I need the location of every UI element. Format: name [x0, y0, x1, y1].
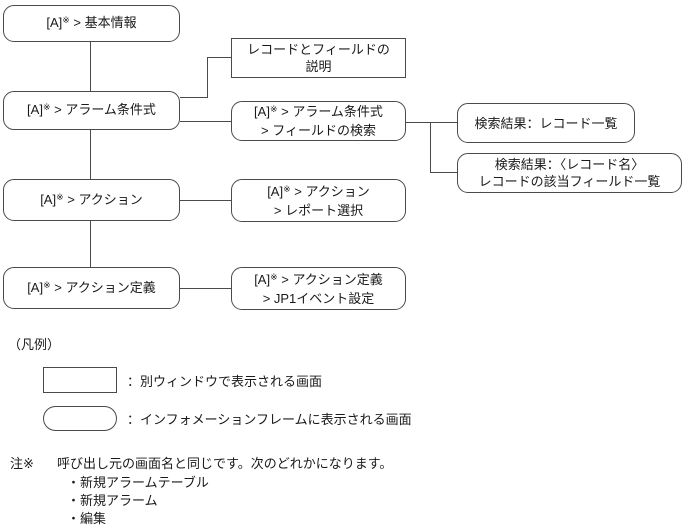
node-jp1-event-settings-line1: [A]※ > アクション定義	[254, 271, 383, 287]
connector-alarmcond-elbow-top	[207, 57, 231, 58]
node-search-result-record-list-label: 検索結果：レコード一覧	[474, 115, 618, 131]
connector-alarmcond-to-fieldsearch	[180, 121, 231, 122]
node-action-definition: [A]※ > アクション定義	[3, 267, 180, 309]
node-jp1-event-settings: [A]※ > アクション定義 > JP1イベント設定	[231, 267, 406, 310]
connector-action-to-actiondef	[90, 221, 91, 267]
connector-basicinfo-to-alarmcond	[90, 42, 91, 91]
connector-fieldsearch-to-recordlist	[406, 122, 457, 123]
node-field-search-line2: > フィールドの検索	[261, 123, 376, 138]
node-report-select: [A]※ > アクション > レポート選択	[231, 179, 406, 222]
legend-rectangle-shape	[43, 367, 117, 393]
node-action-label: [A]※ > アクション	[40, 191, 143, 207]
node-search-result-field-list-line1: 検索結果：〈レコード名〉	[494, 157, 645, 172]
node-record-field-description: レコードとフィールドの 説明	[231, 38, 406, 78]
connector-alarmcond-to-action	[90, 130, 91, 179]
legend-rounded-shape	[43, 406, 117, 431]
connector-action-to-reportselect	[180, 200, 231, 201]
node-alarm-condition: [A]※ > アラーム条件式	[3, 91, 180, 130]
legend-rectangle-label: ：別ウィンドウで表示される画面	[127, 373, 323, 389]
note-item-new-alarm-table: ・新規アラームテーブル	[67, 475, 209, 490]
note-marker: 注※	[10, 456, 34, 471]
node-search-result-field-list: 検索結果：〈レコード名〉 レコードの該当フィールド一覧	[457, 153, 682, 193]
node-record-field-description-line2: 説明	[305, 59, 332, 74]
node-alarm-condition-label: [A]※ > アラーム条件式	[27, 102, 156, 117]
connector-actiondef-to-jp1event	[180, 288, 231, 289]
connector-alarmcond-elbow-vertical	[207, 57, 208, 98]
note-item-edit: ・編集	[67, 511, 107, 526]
node-action: [A]※ > アクション	[3, 179, 180, 221]
node-report-select-line2: > レポート選択	[273, 202, 364, 218]
connector-searchresults-branch-vertical	[430, 122, 431, 173]
legend-rounded-label: ：インフォメーションフレームに表示される画面	[127, 412, 412, 427]
node-jp1-event-settings-line2: > JP1イベント設定	[262, 290, 375, 306]
node-action-definition-label: [A]※ > アクション定義	[27, 279, 156, 295]
connector-fieldsearch-to-fieldlist	[430, 172, 457, 173]
node-field-search-line1: [A]※ > アラーム条件式	[254, 104, 383, 119]
node-report-select-line1: [A]※ > アクション	[267, 183, 370, 199]
note-item-new-alarm: ・新規アラーム	[67, 493, 158, 508]
node-basic-info: [A]※ > 基本情報	[3, 5, 180, 42]
node-search-result-record-list: 検索結果：レコード一覧	[457, 103, 635, 143]
legend-title: （凡例）	[8, 337, 61, 352]
note-text: 呼び出し元の画面名と同じです。次のどれかになります。	[57, 456, 393, 471]
connector-alarmcond-elbow-bottom	[180, 97, 207, 98]
node-search-result-field-list-line2: レコードの該当フィールド一覧	[478, 174, 661, 189]
node-basic-info-label: [A]※ > 基本情報	[46, 15, 137, 30]
node-record-field-description-line1: レコードとフィールドの	[247, 42, 390, 57]
node-field-search: [A]※ > アラーム条件式 > フィールドの検索	[231, 101, 406, 141]
